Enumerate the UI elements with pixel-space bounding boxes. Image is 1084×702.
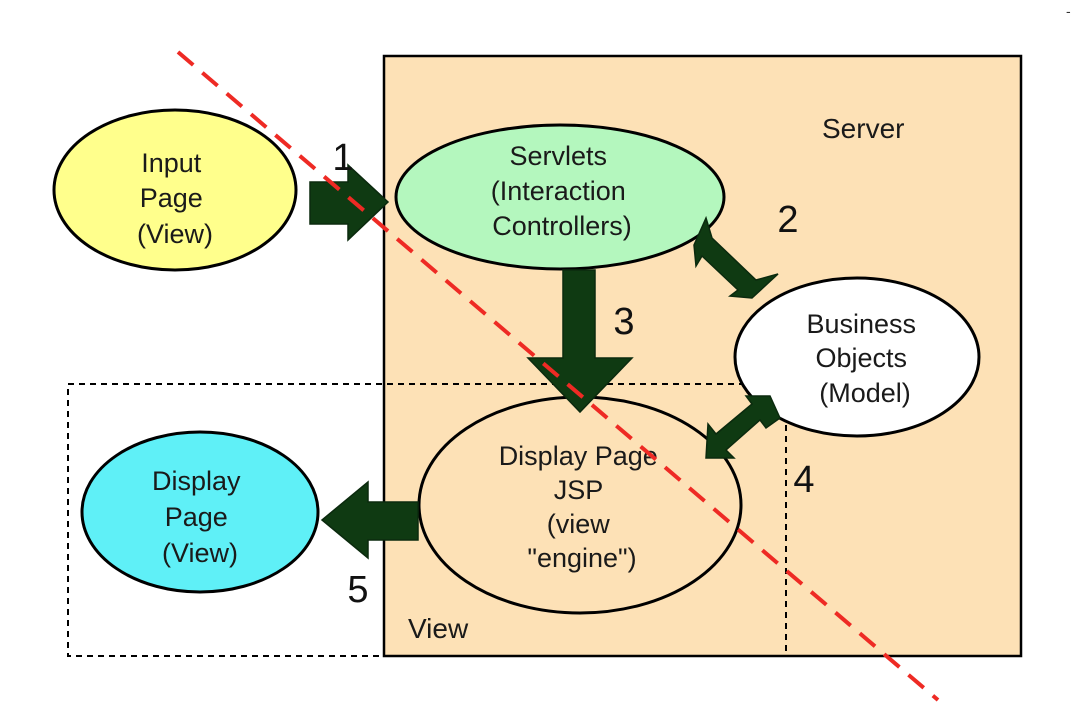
business-objects-label: Business Objects (Model) bbox=[806, 309, 923, 408]
arrow-step-5 bbox=[320, 480, 419, 560]
step-2-label: 2 bbox=[777, 199, 798, 241]
step-5-label: 5 bbox=[347, 569, 368, 611]
display-page-label: Display Page (View) bbox=[152, 466, 248, 568]
arrow-step-4 bbox=[705, 395, 781, 459]
arrow-step-3 bbox=[526, 269, 634, 414]
layer-divider-line bbox=[176, 50, 940, 702]
step-3-label: 3 bbox=[613, 301, 634, 343]
display-page-jsp-node bbox=[417, 395, 743, 615]
input-page-label: Input Page (View) bbox=[137, 148, 213, 249]
servlets-label: Servlets (Interaction Controllers) bbox=[491, 141, 634, 241]
server-label: Server bbox=[822, 113, 904, 144]
step-4-label: 4 bbox=[793, 459, 814, 501]
display-page-jsp-label: Display Page JSP (view "engine") bbox=[499, 441, 666, 573]
business-objects-node bbox=[733, 276, 981, 438]
step-1-label: 1 bbox=[332, 137, 353, 179]
corner-mark: - bbox=[1066, 3, 1071, 19]
display-page-node bbox=[80, 430, 320, 594]
arrow-step-2 bbox=[693, 215, 779, 299]
view-label: View bbox=[408, 613, 469, 644]
input-page-node bbox=[52, 108, 298, 272]
servlets-node bbox=[394, 123, 726, 271]
